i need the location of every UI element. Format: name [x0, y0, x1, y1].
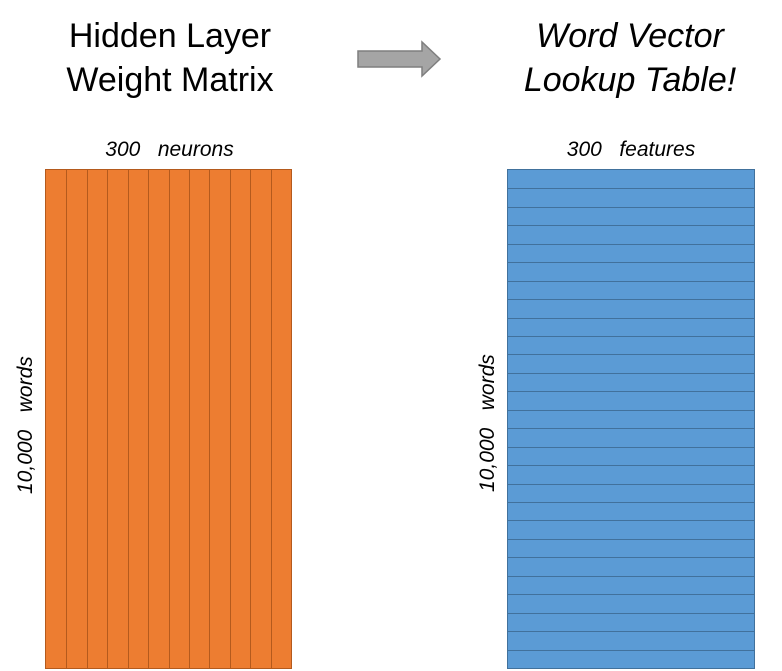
table-row-divider: [508, 299, 754, 301]
right-arrow-icon: [357, 40, 442, 78]
table-row-divider: [508, 612, 754, 614]
matrix-column-divider: [107, 170, 109, 668]
table-row-divider: [508, 520, 754, 522]
table-row-divider: [508, 206, 754, 208]
weight-matrix-title: Hidden Layer Weight Matrix: [20, 14, 320, 102]
table-row-divider: [508, 188, 754, 190]
matrix-column-divider: [209, 170, 211, 668]
matrix-column-divider: [148, 170, 150, 668]
matrix-column-divider: [168, 170, 170, 668]
lookup-table-title: Word Vector Lookup Table!: [480, 14, 780, 102]
weight-matrix-title-line2: Weight Matrix: [66, 61, 274, 99]
table-row-divider: [508, 336, 754, 337]
table-row-divider: [508, 649, 754, 651]
left-words-dimension-label: 10,000 words: [14, 356, 37, 494]
neurons-dimension-label: 300 neurons: [105, 138, 234, 161]
table-row-divider: [508, 391, 754, 393]
features-dimension-label: 300 features: [566, 138, 696, 161]
table-row-divider: [508, 428, 754, 430]
table-row-divider: [508, 243, 754, 245]
table-row-divider: [508, 317, 754, 319]
table-row-divider: [508, 262, 754, 264]
right-words-dimension-label: 10,000 words: [476, 354, 499, 492]
table-row-divider: [508, 575, 754, 577]
table-row-divider: [508, 225, 754, 227]
table-row-divider: [508, 372, 754, 374]
table-row-divider: [508, 557, 754, 559]
lookup-table-title-line2: Lookup Table!: [523, 61, 737, 99]
table-row-divider: [508, 631, 754, 633]
matrix-column-divider: [229, 170, 231, 668]
table-row-divider: [508, 446, 754, 448]
table-row-divider: [508, 280, 754, 282]
matrix-column-divider: [127, 170, 129, 668]
table-row-divider: [508, 483, 754, 485]
lookup-table-title-line1: Word Vector: [536, 17, 724, 55]
matrix-column-divider: [188, 170, 190, 668]
matrix-column-divider: [250, 170, 252, 668]
lookup-table: [507, 169, 755, 669]
table-row-divider: [508, 409, 754, 411]
matrix-column-divider: [270, 170, 272, 668]
weight-matrix-title-line1: Hidden Layer: [68, 17, 272, 55]
matrix-column-divider: [66, 170, 68, 668]
table-row-divider: [508, 354, 754, 356]
table-row-divider: [508, 502, 754, 503]
weight-matrix: [45, 169, 292, 669]
table-row-divider: [508, 538, 754, 540]
matrix-column-divider: [86, 170, 88, 668]
table-row-divider: [508, 594, 754, 596]
table-row-divider: [508, 465, 754, 467]
